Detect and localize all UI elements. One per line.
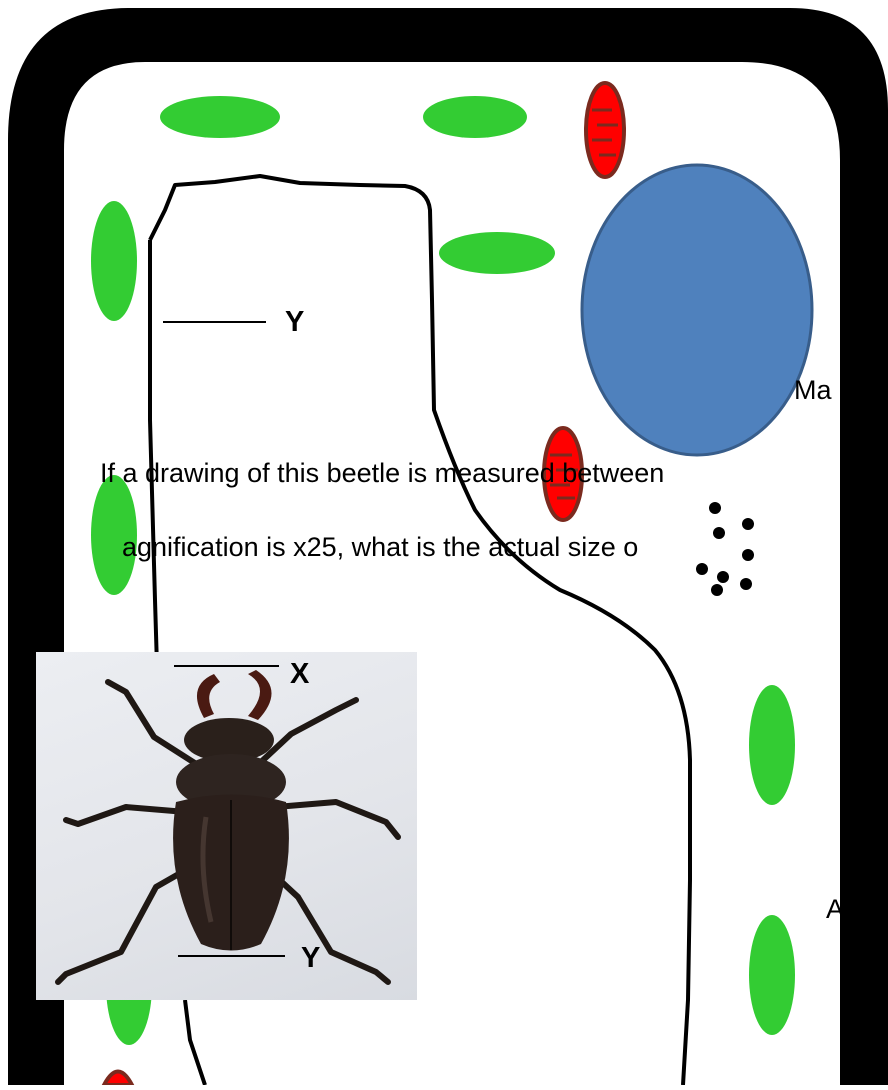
mag-fragment: Ma xyxy=(794,375,832,405)
chloroplast xyxy=(91,201,137,321)
question-line-1: If a drawing of this beetle is measured … xyxy=(100,458,665,488)
beetle-pronotum xyxy=(176,754,286,810)
chloroplast xyxy=(91,475,137,595)
beetle-photo xyxy=(36,652,417,1000)
chloroplast xyxy=(749,685,795,805)
label-y-bottom: Y xyxy=(301,942,321,974)
chloroplast xyxy=(160,96,280,138)
stag-beetle-image xyxy=(55,670,401,985)
question-line-2: agnification is x25, what is the actual … xyxy=(122,532,639,562)
beetle-head xyxy=(184,718,274,762)
vacuole-membrane xyxy=(148,174,692,1086)
chloroplast xyxy=(749,915,795,1035)
chloroplast xyxy=(439,232,555,274)
label-x: X xyxy=(290,658,310,690)
mitochondrion xyxy=(584,81,626,179)
mitochondrion xyxy=(542,426,584,522)
beetle-mandibles xyxy=(196,670,272,720)
chloroplast xyxy=(423,96,527,138)
nucleus xyxy=(580,163,814,457)
ribosomes xyxy=(696,502,754,596)
label-y-top: Y xyxy=(285,306,305,338)
a-fragment: A xyxy=(826,894,845,924)
